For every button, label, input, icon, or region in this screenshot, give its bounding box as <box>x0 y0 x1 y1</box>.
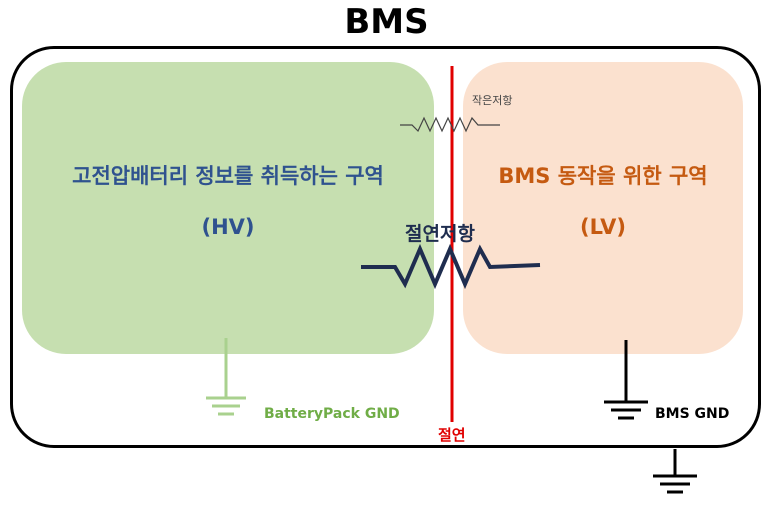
small-resistor-icon <box>400 116 500 133</box>
lv-zone-subtitle: (LV) <box>580 215 626 239</box>
battery-ground-icon <box>206 338 246 416</box>
chassis-ground-icon <box>653 449 697 494</box>
lv-zone <box>463 62 743 354</box>
hv-zone <box>22 62 434 354</box>
diagram-title: BMS <box>344 2 429 42</box>
bms-gnd-label: BMS GND <box>655 406 730 422</box>
small-resistor-label: 작은저항 <box>472 94 513 107</box>
bms-boundary <box>10 46 761 448</box>
insulation-resistor-icon <box>361 243 541 290</box>
insulation-resistor-label: 절연저항 <box>405 223 475 245</box>
battery-gnd-label: BatteryPack GND <box>264 406 400 422</box>
insulation-label: 절연 <box>438 426 466 444</box>
hv-zone-title: 고전압배터리 정보를 취득하는 구역 <box>72 164 384 188</box>
lv-zone-title: BMS 동작을 위한 구역 <box>498 164 708 188</box>
hv-zone-subtitle: (HV) <box>201 215 255 239</box>
bms-ground-icon <box>604 340 648 420</box>
